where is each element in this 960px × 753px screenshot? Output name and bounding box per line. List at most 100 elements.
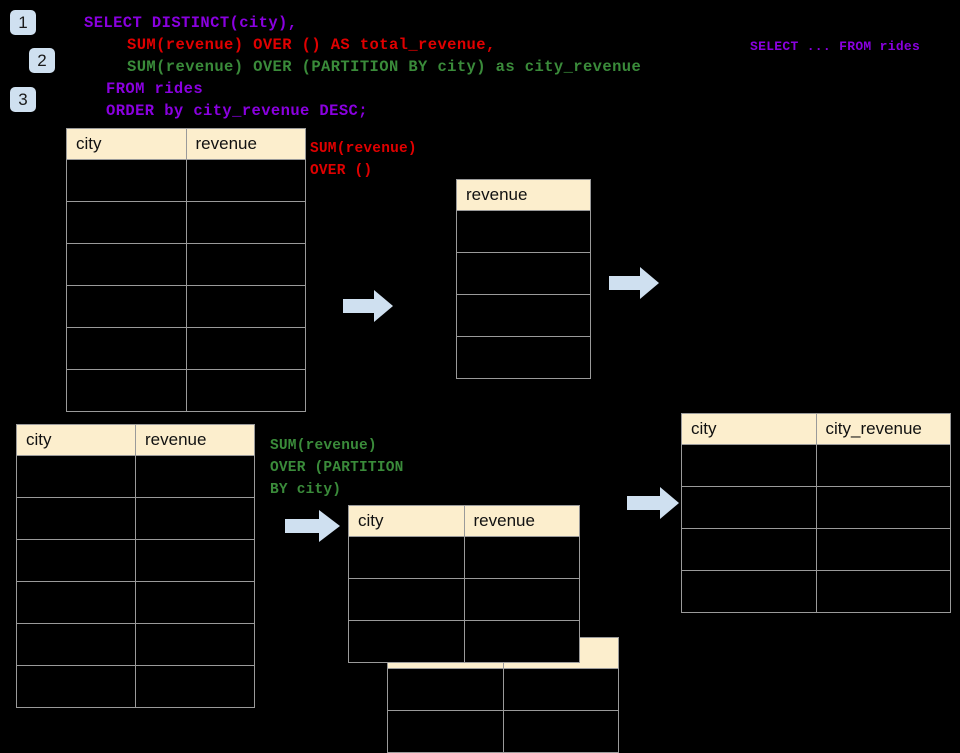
step-badge-1: 1 — [10, 10, 36, 35]
table-cell — [135, 623, 255, 666]
table-cell — [185, 159, 306, 202]
table-cell — [135, 665, 255, 708]
table-cell — [16, 455, 136, 498]
table-cell — [348, 578, 465, 621]
table-cell — [681, 528, 817, 571]
table-row — [16, 539, 255, 582]
table-row — [16, 497, 255, 540]
table-row — [681, 444, 951, 487]
table-cell — [66, 201, 187, 244]
table-cell — [185, 369, 306, 412]
table-row — [16, 581, 255, 624]
column-header-city: city — [66, 128, 187, 160]
table-row — [66, 201, 306, 244]
column-header-city_revenue: city_revenue — [815, 413, 951, 445]
table-cell — [502, 710, 619, 753]
table-cell — [815, 570, 951, 613]
table-row — [681, 486, 951, 529]
table-cell — [463, 620, 580, 663]
table-row — [681, 570, 951, 613]
table-row — [348, 536, 580, 579]
table-cell — [185, 285, 306, 328]
column-header-city: city — [16, 424, 136, 456]
table-row — [66, 369, 306, 412]
column-header-revenue: revenue — [463, 505, 580, 537]
table-row — [16, 665, 255, 708]
table-cell — [681, 570, 817, 613]
table-row — [456, 336, 591, 379]
table-cell — [66, 369, 187, 412]
arrow-right-icon-to-total-revenue — [343, 290, 393, 322]
table-row — [681, 528, 951, 571]
table-cell — [815, 444, 951, 487]
column-header-city: city — [348, 505, 465, 537]
column-header-city: city — [681, 413, 817, 445]
table-cell — [66, 159, 187, 202]
sql-side-note-select-from-rides: SELECT ... FROM rides — [750, 39, 921, 54]
table-cell — [681, 444, 817, 487]
table-cell — [16, 539, 136, 582]
column-header-revenue: revenue — [185, 128, 306, 160]
table-cell — [456, 294, 591, 337]
column-header-revenue: revenue — [135, 424, 255, 456]
table-row — [348, 578, 580, 621]
column-header-revenue: revenue — [456, 179, 591, 211]
table-row — [16, 455, 255, 498]
table-cell — [185, 327, 306, 370]
table-cell — [16, 581, 136, 624]
table-row — [66, 285, 306, 328]
table-cell — [185, 243, 306, 286]
table-cell — [463, 536, 580, 579]
table-cell — [348, 620, 465, 663]
arrow-right-icon-to-result — [627, 487, 679, 519]
table-cell — [135, 497, 255, 540]
table-cell — [456, 210, 591, 253]
table-cell — [502, 668, 619, 711]
table-cell — [456, 336, 591, 379]
table-row — [387, 668, 619, 711]
sql-line-sum-over-partition: SUM(revenue) OVER (PARTITION BY city) as… — [127, 58, 642, 76]
table-cell — [16, 497, 136, 540]
table-cell — [135, 539, 255, 582]
table-cell — [681, 486, 817, 529]
table-cell — [135, 581, 255, 624]
table-row — [348, 620, 580, 663]
step-badge-2: 2 — [29, 48, 55, 73]
sql-line-select-distinct: SELECT DISTINCT(city), — [84, 14, 298, 32]
table-cell — [66, 327, 187, 370]
arrow-right-icon-to-partition — [285, 510, 340, 542]
table-header-row: revenue — [456, 179, 591, 211]
table-row — [66, 327, 306, 370]
sql-line-sum-over-empty: SUM(revenue) OVER () AS total_revenue, — [127, 36, 496, 54]
table-cell — [387, 668, 504, 711]
table-row — [387, 710, 619, 753]
table-cell — [387, 710, 504, 753]
table-cell — [16, 623, 136, 666]
sql-line-order-by: ORDER by city_revenue DESC; — [106, 102, 368, 120]
table-cell — [463, 578, 580, 621]
table-row — [456, 294, 591, 337]
table-cell — [815, 486, 951, 529]
table-cell — [66, 243, 187, 286]
step-badge-3: 3 — [10, 87, 36, 112]
table-cell — [185, 201, 306, 244]
sql-line-from-rides: FROM rides — [106, 80, 204, 98]
table-row — [456, 210, 591, 253]
table-cell — [456, 252, 591, 295]
table-cell — [16, 665, 136, 708]
table-row — [66, 159, 306, 202]
table-cell — [348, 536, 465, 579]
annotation-sum-over-partition: SUM(revenue) OVER (PARTITION BY city) — [270, 438, 404, 498]
table-row — [66, 243, 306, 286]
table-total-revenue: revenue — [456, 179, 591, 379]
table-cell — [815, 528, 951, 571]
table-cell — [135, 455, 255, 498]
table-row — [456, 252, 591, 295]
table-cell — [66, 285, 187, 328]
